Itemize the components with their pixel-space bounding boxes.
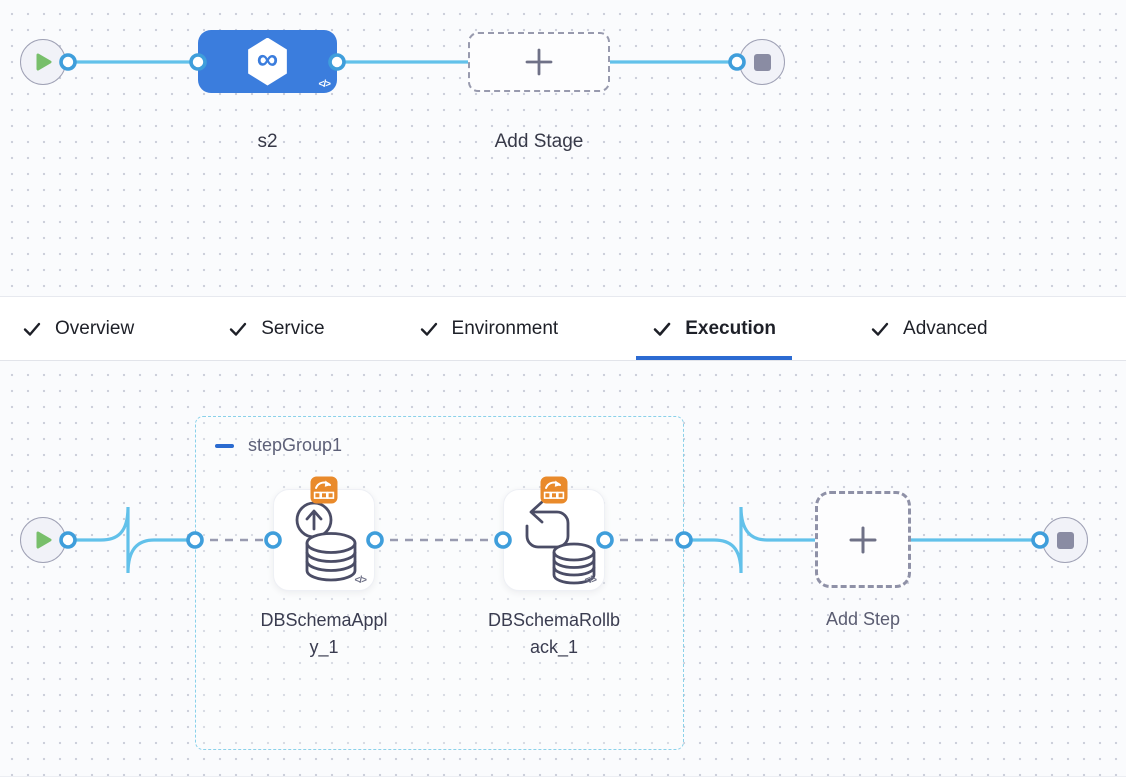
step-group-name: stepGroup1 (248, 435, 343, 455)
plus-icon (525, 48, 553, 76)
execution-canvas[interactable]: stepGroup1 (0, 361, 1126, 776)
code-view-icon: </> (318, 79, 332, 90)
execution-end-node (1042, 517, 1088, 563)
bottom-panel-edge (0, 776, 1126, 782)
step-name-label: DBSchemaRollb ack_1 (487, 610, 621, 657)
check-icon (653, 322, 671, 336)
tab-label: Advanced (903, 317, 988, 339)
check-icon (23, 322, 41, 336)
add-stage-label: Add Stage (494, 131, 584, 152)
tab-label: Overview (55, 317, 135, 339)
step-group-header: stepGroup1 (215, 435, 342, 456)
check-icon (229, 322, 247, 336)
plus-icon (849, 526, 877, 553)
db-schema-rollback-icon (525, 500, 596, 585)
tab-label: Environment (451, 317, 559, 339)
collapse-group-icon[interactable] (215, 443, 234, 448)
step-group-badge-icon (310, 476, 338, 504)
tab-label: Service (261, 317, 325, 339)
stage-config-tabbar: Overview Service Environment Execution A… (0, 296, 1126, 361)
step-node-dbschemarollback[interactable]: </> (503, 476, 605, 591)
execution-start-node (20, 517, 66, 563)
play-icon (36, 53, 52, 71)
tab-overview[interactable]: Overview (6, 297, 150, 360)
stage-node-s2[interactable]: ∞ </> (198, 30, 337, 93)
tab-service[interactable]: Service (212, 297, 340, 360)
harness-pipeline-icon: ∞ (248, 37, 287, 86)
tab-label: Execution (685, 317, 777, 339)
tab-environment[interactable]: Environment (403, 297, 575, 360)
check-icon (420, 322, 437, 336)
step-group-badge-icon (540, 476, 568, 504)
stop-icon (1056, 531, 1074, 549)
step-group-container[interactable]: stepGroup1 (195, 416, 684, 750)
stop-icon (753, 53, 771, 71)
code-view-icon: </> (584, 575, 598, 586)
add-stage-button[interactable] (468, 32, 610, 92)
tab-execution[interactable]: Execution (636, 297, 793, 360)
step-name-label: DBSchemaAppl y_1 (260, 610, 388, 657)
pipeline-end-node (739, 39, 785, 85)
db-schema-apply-icon (295, 501, 357, 582)
play-icon (36, 531, 52, 549)
check-icon (871, 322, 889, 336)
stage-pipeline-canvas[interactable]: ∞ </> s2 Add Stage (0, 0, 1126, 296)
stage-name-label: s2 (257, 131, 278, 152)
step-node-dbschemaapply[interactable]: </> (273, 476, 375, 591)
code-view-icon: </> (354, 575, 368, 586)
tab-advanced[interactable]: Advanced (854, 297, 1004, 360)
pipeline-start-node (20, 39, 66, 85)
add-step-label: Add Step (825, 609, 901, 629)
add-step-button[interactable] (815, 491, 911, 588)
